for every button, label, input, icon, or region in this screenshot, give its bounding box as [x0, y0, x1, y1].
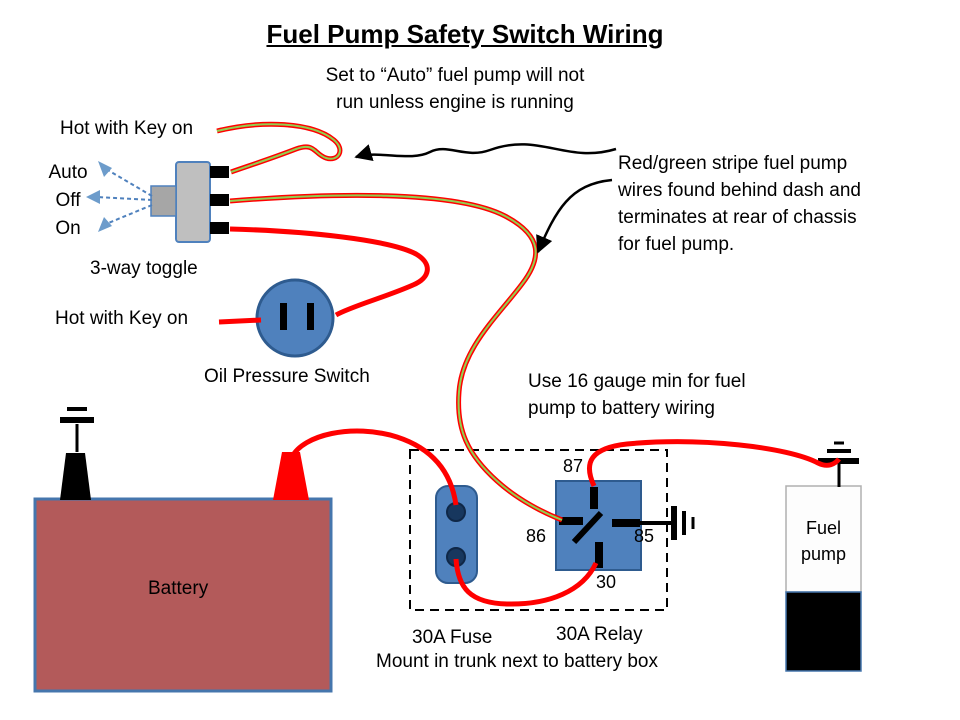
toggle-terminal-top — [210, 166, 229, 178]
toggle-lever-tip-on — [98, 217, 112, 232]
label-mount-note: Mount in trunk next to battery box — [376, 651, 658, 672]
relay-pin-87-label: 87 — [563, 456, 584, 476]
label-fuel-pump: Fuel pump — [800, 518, 847, 564]
oil-pressure-switch-body — [255, 278, 335, 358]
fuel-pump-body — [785, 485, 862, 593]
toggle-position-on: On — [55, 218, 81, 239]
toggle-switch-body — [175, 161, 211, 243]
toggle-terminal-middle — [210, 194, 229, 206]
relay-switch-arm — [571, 510, 604, 545]
battery-body — [33, 497, 333, 693]
relay-pin-30-blade — [595, 542, 603, 568]
label-battery: Battery — [148, 578, 209, 599]
annotation-arrow-top-wire — [354, 143, 617, 162]
label-30a-fuse: 30A Fuse — [412, 627, 493, 648]
toggle-switch-pivot — [150, 185, 177, 217]
label-hot-with-key-bottom: Hot with Key on — [55, 308, 189, 329]
annotation-arrow-striped-wire — [536, 178, 613, 254]
trunk-mount-dashed-box — [409, 449, 668, 611]
wire-stripe-hotkey-to-toggle-top — [216, 123, 341, 173]
toggle-position-labels: Auto Off On — [36, 159, 100, 243]
relay-pin-87-blade — [590, 487, 598, 509]
page-title-text: Fuel Pump Safety Switch Wiring — [266, 19, 664, 49]
wire-battery-to-fuse — [289, 428, 459, 506]
oil-switch-terminal-right — [307, 303, 314, 330]
toggle-lever-tip-auto — [98, 161, 112, 177]
relay-pin-85-label: 85 — [634, 526, 655, 546]
wire-hotkey-to-toggle-top — [216, 121, 343, 175]
relay-pin-85-blade — [612, 519, 640, 527]
note-wire-gauge: Use 16 gauge min for fuel pump to batter… — [528, 371, 746, 419]
wire-hotkey-to-oil-switch — [218, 317, 262, 325]
subtitle: Set to “Auto” fuel pump will not run unl… — [270, 62, 640, 116]
label-hot-with-key-top: Hot with Key on — [60, 118, 194, 139]
wire-stripe-toggle-middle-to-relay-86 — [229, 194, 563, 521]
battery-positive-terminal — [273, 452, 309, 500]
label-3-way-toggle: 3-way toggle — [90, 258, 198, 279]
wire-fuse-to-relay-30 — [453, 558, 599, 607]
note-red-green-stripe: Red/green stripe fuel pump wires found b… — [618, 153, 861, 255]
subtitle-line-2: run unless engine is running — [336, 92, 574, 113]
toggle-lever-position-auto — [105, 168, 153, 197]
label-oil-pressure-switch: Oil Pressure Switch — [204, 366, 370, 387]
toggle-lever-position-off — [96, 196, 153, 201]
page-title: Fuel Pump Safety Switch Wiring — [165, 18, 765, 50]
toggle-lever-position-on — [105, 204, 153, 225]
toggle-position-off: Off — [55, 190, 81, 211]
toggle-position-auto: Auto — [48, 162, 88, 183]
relay-pin-86-label: 86 — [526, 526, 547, 546]
fuse-terminal-top — [446, 502, 466, 522]
toggle-lever-tip-off — [86, 190, 100, 204]
oil-switch-terminal-left — [280, 303, 287, 330]
toggle-terminal-bottom — [210, 222, 229, 234]
relay-pin-86-blade — [559, 517, 583, 525]
battery-negative-terminal — [60, 453, 91, 500]
fuel-pump-base — [785, 591, 862, 672]
wire-relay-87-to-fuel-pump — [587, 439, 841, 488]
relay-pin-30-label: 30 — [596, 572, 617, 592]
subtitle-line-1: Set to “Auto” fuel pump will not — [325, 65, 585, 86]
relay-ground-bar-1 — [671, 506, 677, 540]
label-30a-relay: 30A Relay — [556, 624, 643, 645]
wire-toggle-bottom-to-oil-switch — [229, 226, 430, 318]
